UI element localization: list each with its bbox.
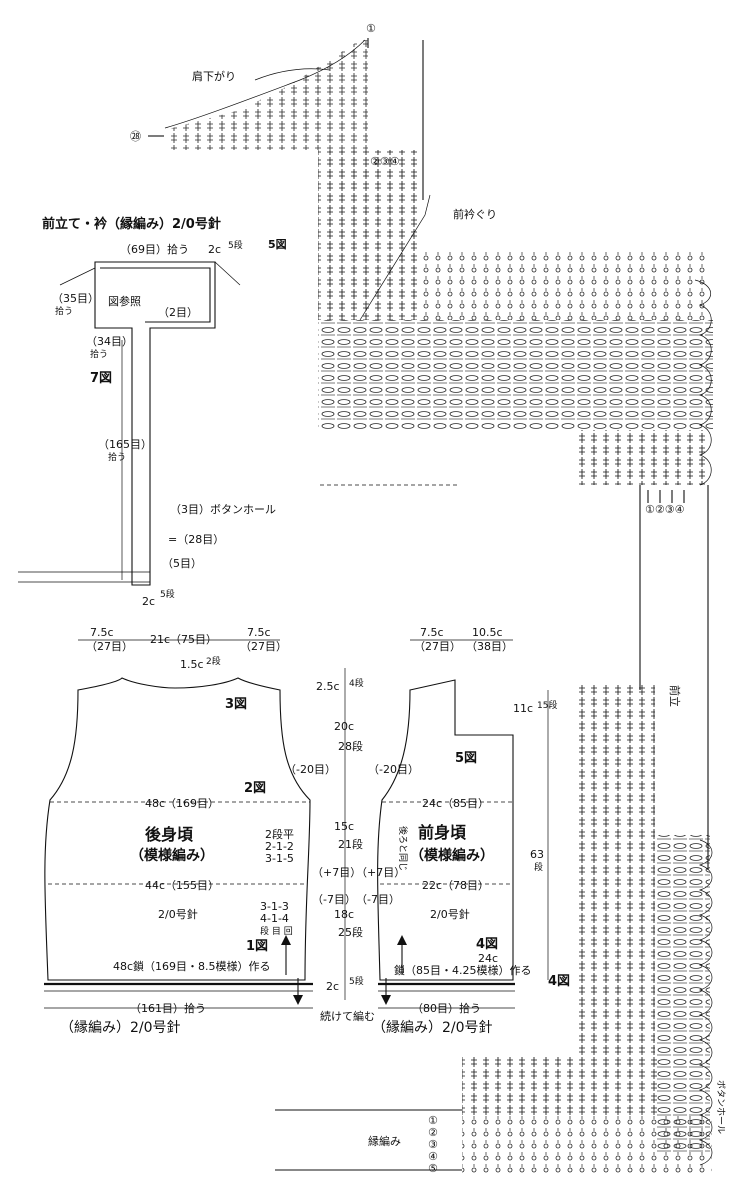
bottom-nums-label: ①②③④ (645, 503, 685, 516)
back-fig1: 1図 (246, 939, 268, 954)
back-dec3: 3-1-5 (265, 852, 294, 865)
band-5rb: 5段 (160, 588, 175, 600)
band-35: （35目） (52, 292, 99, 305)
front-collar-label: 前衿ぐり (453, 207, 497, 221)
back-minus20: （-20目） (285, 763, 336, 776)
back-fig3: 3図 (225, 697, 247, 712)
back-w-mid: 21c（75目） (150, 633, 217, 646)
back-edge: （縁編み）2/0号針 (60, 1020, 181, 1036)
band-28: =（28目） (168, 533, 224, 546)
front-fig5: 5図 (455, 751, 477, 766)
fig7-label: 7図 (90, 371, 112, 386)
dim-cont: 続けて編む (320, 1009, 375, 1023)
back-fig2: 2図 (244, 781, 266, 796)
front-bust: 24c（85目） (422, 797, 489, 810)
shoulder-slope-label: 肩下がり (192, 69, 236, 83)
front-w-left: 7.5c (420, 626, 444, 639)
row-1: ① (428, 1114, 438, 1127)
band-zu: 図参照 (108, 294, 141, 308)
back-bust: 48c（169目） (145, 797, 219, 810)
row-2: ② (428, 1126, 438, 1139)
back-body-shape (44, 677, 313, 992)
back-w-right-me: （27目） (240, 640, 287, 653)
band-2cb: 2c (142, 595, 155, 608)
front-body-shape (377, 679, 515, 992)
front-h63r: 段 (534, 861, 543, 873)
band-34b: 拾う (90, 348, 108, 360)
front-h63: 63 (530, 848, 544, 861)
row-5: ⑤ (428, 1162, 438, 1175)
chart4-fig: 4図 (548, 974, 570, 989)
chart-5 (164, 39, 713, 870)
front-minus20: （-20目） (368, 763, 419, 776)
front-h: 11c (513, 702, 533, 715)
dim-p7l: （+7目） (312, 866, 361, 879)
front-w-right-me: （38目） (466, 640, 513, 653)
front-band-diagram (18, 261, 241, 586)
front-w24: 24c (478, 952, 498, 965)
back-w-left-me: （27目） (86, 640, 133, 653)
dim-h1: 2.5c (316, 680, 340, 693)
back-dec2: 2-1-2 (265, 840, 294, 853)
edge-label: 縁編み (368, 1134, 401, 1148)
back-neck: 1.5c (180, 658, 204, 671)
dim-h2r: 28段 (338, 739, 363, 753)
back-needle: 2/0号針 (158, 907, 198, 921)
band-34: （34目） (86, 335, 133, 348)
band-165b: 拾う (108, 451, 126, 463)
front-sub: （模様編み） (410, 847, 494, 864)
back-title: 後身頃 (145, 825, 194, 844)
band-165: （165目） (98, 438, 152, 451)
c234-label: ②③④ (370, 155, 400, 168)
back-inc1: 3-1-3 (260, 900, 289, 913)
dim-p7r: （+7目） (356, 866, 405, 879)
band-2me: （2目） (158, 306, 198, 319)
band-3me: （3目）ボタンホール (170, 503, 276, 516)
buttonhole-label: ボタンホール (715, 1080, 726, 1134)
dim-h5: 2c (326, 980, 339, 993)
front-edge: （縁編み）2/0号針 (372, 1020, 493, 1036)
front-hr: 15段 (537, 699, 557, 711)
back-w-right: 7.5c (247, 626, 271, 639)
band-5me: （5目） (162, 557, 202, 570)
back-inc2: 4-1-4 (260, 912, 289, 925)
row-3: ③ (428, 1138, 438, 1151)
front-chain: 鎖（85目・4.25模様）作る (394, 963, 532, 977)
front-w-right: 10.5c (472, 626, 503, 639)
front-needle: 2/0号針 (430, 907, 470, 921)
back-neck-r: 2段 (206, 655, 221, 667)
dim-h4: 18c (334, 908, 354, 921)
dim-h4r: 25段 (338, 925, 363, 939)
front-same: 後ろと同じ (397, 826, 409, 871)
dim-h1r: 4段 (349, 677, 364, 689)
row-4: ④ (428, 1150, 438, 1163)
c1-label: ① (366, 22, 376, 35)
band-69: （69目）拾う (120, 242, 189, 256)
chart-4 (275, 685, 713, 1175)
fig5-label: 5図 (268, 237, 287, 251)
back-dec1: 2段平 (265, 827, 294, 841)
front-band-label: 前立 (668, 685, 682, 707)
dim-h5r: 5段 (349, 975, 364, 987)
back-waist: 44c（155目） (145, 879, 219, 892)
front-w-left-me: （27目） (414, 640, 461, 653)
dim-h2: 20c (334, 720, 354, 733)
back-w-left: 7.5c (90, 626, 114, 639)
band-2c: 2c (208, 243, 221, 256)
front-title: 前身頃 (418, 823, 467, 842)
back-chain: 48c鎖（169目・8.5模様）作る (113, 959, 271, 973)
front-fig4: 4図 (476, 937, 498, 952)
back-sub: （模様編み） (130, 847, 214, 864)
c28-label: ㉘ (130, 130, 141, 143)
front-waist: 22c（78目） (422, 879, 489, 892)
dim-m7l: （-7目） (312, 893, 356, 906)
band-5r: 5段 (228, 239, 243, 251)
dim-h3r: 21段 (338, 837, 363, 851)
dim-h3: 15c (334, 820, 354, 833)
band-title: 前立て・衿（縁編み）2/0号針 (42, 216, 221, 232)
band-35b: 拾う (55, 305, 73, 317)
back-inc3: 段 目 回 (260, 925, 293, 937)
